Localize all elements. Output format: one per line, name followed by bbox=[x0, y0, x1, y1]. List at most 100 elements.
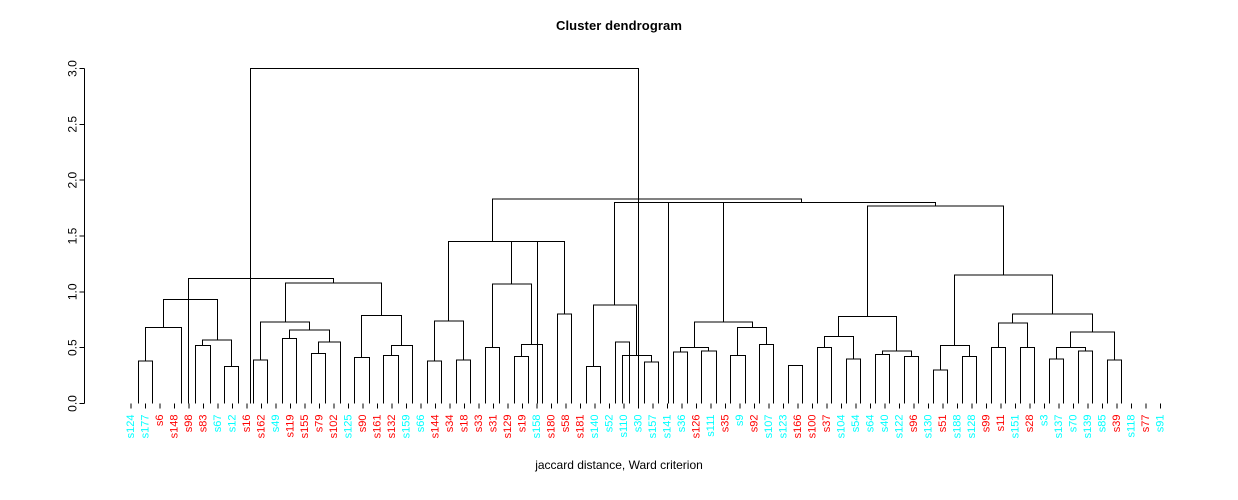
dendrogram-link bbox=[644, 361, 659, 404]
dendrogram-link bbox=[391, 344, 413, 404]
leaf-label: s139 bbox=[1082, 415, 1094, 439]
dendrogram-link bbox=[788, 365, 803, 404]
leaf-label: s18 bbox=[458, 415, 470, 433]
dendrogram-link bbox=[383, 354, 399, 404]
leaf-label: s141 bbox=[661, 415, 673, 439]
dendrogram-link bbox=[260, 321, 310, 360]
dendrogram-links bbox=[138, 68, 1122, 404]
y-axis-tick-label: 0.5 bbox=[66, 339, 80, 356]
dendrogram-link bbox=[492, 283, 532, 348]
leaf-label: s91 bbox=[1154, 415, 1166, 433]
leaf-label: s166 bbox=[792, 415, 804, 439]
dendrogram-link bbox=[289, 329, 330, 343]
leaf-label: s107 bbox=[763, 415, 775, 439]
leaf-label: s144 bbox=[429, 415, 441, 439]
dendrogram-link bbox=[882, 350, 912, 357]
leaf-label: s58 bbox=[560, 415, 572, 433]
leaf-label: s126 bbox=[690, 415, 702, 439]
page-title: Cluster dendrogram bbox=[555, 18, 683, 33]
dendrogram-link bbox=[163, 299, 218, 340]
leaf-label: s132 bbox=[386, 415, 398, 439]
leaf-label: s119 bbox=[284, 415, 296, 438]
dendrogram-link bbox=[701, 350, 717, 404]
y-axis-tick-label: 2.5 bbox=[66, 116, 80, 133]
leaf-label: s52 bbox=[603, 415, 615, 433]
leaf-label: s9 bbox=[734, 415, 746, 427]
y-axis-tick-label: 1.0 bbox=[66, 283, 80, 300]
leaf-label: s98 bbox=[183, 415, 195, 433]
dendrogram-link bbox=[1020, 347, 1035, 404]
dendrogram-link bbox=[1056, 347, 1086, 359]
dendrogram-link bbox=[188, 277, 334, 404]
dendrogram-link bbox=[492, 198, 802, 242]
leaf-label: s99 bbox=[980, 415, 992, 433]
dendrogram-link bbox=[998, 322, 1028, 348]
dendrogram-link bbox=[285, 282, 382, 322]
dendrogram-link bbox=[991, 347, 1006, 404]
dendrogram-link bbox=[1049, 358, 1064, 404]
leaf-label: s130 bbox=[922, 415, 934, 439]
leaf-label: s110 bbox=[618, 415, 630, 438]
leaf-label: s67 bbox=[212, 415, 224, 433]
leaf-label: s51 bbox=[937, 415, 949, 433]
leaf-label: s123 bbox=[777, 415, 789, 439]
dendrogram-link bbox=[904, 356, 919, 404]
y-axis-tick-label: 2.0 bbox=[66, 172, 80, 189]
dendrogram-link bbox=[485, 347, 500, 404]
dendrogram-link bbox=[202, 339, 232, 367]
leaf-label: s159 bbox=[400, 415, 412, 439]
dendrogram-link bbox=[1078, 350, 1093, 404]
dendrogram-link bbox=[311, 352, 326, 404]
leaf-label: s140 bbox=[589, 415, 601, 439]
leaf-label: s54 bbox=[850, 415, 862, 433]
leaf-label: s34 bbox=[444, 415, 456, 433]
leaf-label: s188 bbox=[951, 415, 963, 439]
leaf-label: s19 bbox=[516, 415, 528, 433]
leaf-label: s49 bbox=[270, 415, 282, 433]
leaf-label: s124 bbox=[125, 415, 137, 439]
dendrogram-link bbox=[875, 353, 890, 404]
dendrogram-link bbox=[1107, 359, 1122, 404]
leaf-label: s16 bbox=[241, 415, 253, 433]
leaf-label: s79 bbox=[313, 415, 325, 433]
leaf-label: s122 bbox=[893, 415, 905, 439]
leaf-label: s39 bbox=[1111, 415, 1123, 433]
dendrogram-link bbox=[962, 356, 977, 404]
dendrogram-link bbox=[680, 347, 709, 353]
dendrogram-link bbox=[224, 366, 239, 404]
leaf-label: s100 bbox=[806, 415, 818, 439]
dendrogram-link bbox=[514, 356, 529, 404]
dendrogram-link bbox=[954, 274, 1053, 346]
leaf-label: s31 bbox=[487, 415, 499, 433]
leaf-label: s37 bbox=[821, 415, 833, 433]
dendrogram-link bbox=[867, 205, 1004, 317]
leaf-label: s11 bbox=[995, 415, 1007, 432]
leaf-label: s155 bbox=[299, 415, 311, 439]
dendrogram-link bbox=[434, 320, 464, 362]
leaf-label: s40 bbox=[879, 415, 891, 433]
dendrogram-link bbox=[622, 354, 652, 404]
dendrogram-link bbox=[615, 341, 630, 404]
y-axis-tick-label: 1.5 bbox=[66, 227, 80, 244]
leaf-label: s92 bbox=[748, 415, 760, 433]
leaf-label: s96 bbox=[908, 415, 920, 433]
leaf-label: s161 bbox=[371, 415, 383, 439]
leaf-label: s30 bbox=[632, 415, 644, 433]
leaf-label: s180 bbox=[545, 415, 557, 439]
dendrogram-link bbox=[456, 359, 471, 404]
leaf-label: s157 bbox=[647, 415, 659, 439]
leaf-label: s148 bbox=[168, 415, 180, 439]
leaf-label: s129 bbox=[502, 415, 514, 439]
dendrogram-link bbox=[1012, 313, 1093, 333]
leaf-label: s6 bbox=[154, 415, 166, 427]
leaf-label: s66 bbox=[415, 415, 427, 433]
dendrogram-link bbox=[195, 344, 211, 404]
leaf-label: s64 bbox=[864, 415, 876, 433]
leaf-label: s177 bbox=[139, 415, 151, 439]
dendrogram-link bbox=[282, 338, 297, 404]
dendrogram-link bbox=[817, 347, 832, 404]
dendrogram-link bbox=[586, 366, 601, 404]
dendrogram-link bbox=[759, 343, 774, 404]
